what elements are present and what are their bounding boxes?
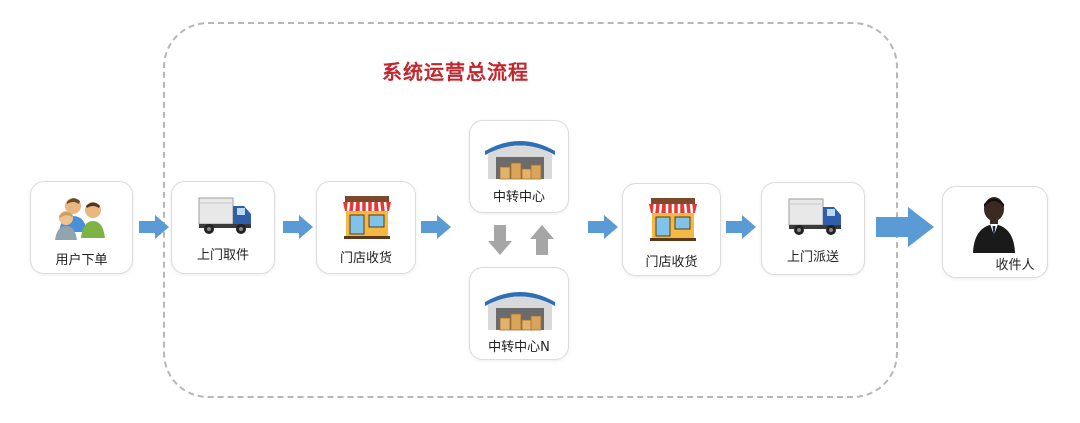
node-label: 门店收货 <box>645 255 698 270</box>
diagram-title: 系统运营总流程 <box>382 60 529 84</box>
arrow-right-2 <box>283 215 313 239</box>
store-icon <box>343 196 391 239</box>
warehouse-icon <box>485 292 555 331</box>
node-pickup: 上门取件 <box>171 181 275 274</box>
node-transit-center: 中转中心 <box>469 120 569 213</box>
node-user-order: 用户下单 <box>30 181 133 274</box>
arrow-up <box>530 225 554 255</box>
arrow-right-5 <box>726 215 756 239</box>
node-label: 上门派送 <box>786 250 839 265</box>
store-icon <box>649 198 697 241</box>
arrow-right-large <box>876 207 934 247</box>
arrow-right-3 <box>421 215 451 239</box>
users-icon <box>55 198 105 240</box>
node-recipient: 收件人 <box>942 186 1048 278</box>
person-icon <box>973 197 1015 253</box>
node-label: 中转中心N <box>488 340 550 355</box>
node-label: 用户下单 <box>55 253 108 268</box>
node-delivery: 上门派送 <box>761 182 865 275</box>
node-store-receive-1: 门店收货 <box>316 181 416 274</box>
node-store-receive-2: 门店收货 <box>622 183 721 276</box>
truck-icon <box>788 198 841 235</box>
warehouse-icon <box>485 141 555 180</box>
node-label: 收件人 <box>995 258 1035 273</box>
system-boundary <box>163 22 898 398</box>
arrow-down <box>488 225 512 255</box>
arrow-right-4 <box>588 215 618 239</box>
truck-icon <box>198 197 251 234</box>
arrow-right-1 <box>139 215 169 239</box>
node-transit-center-n: 中转中心N <box>469 267 569 360</box>
node-label: 中转中心 <box>492 190 545 205</box>
node-label: 上门取件 <box>196 248 249 263</box>
node-label: 门店收货 <box>339 251 392 266</box>
